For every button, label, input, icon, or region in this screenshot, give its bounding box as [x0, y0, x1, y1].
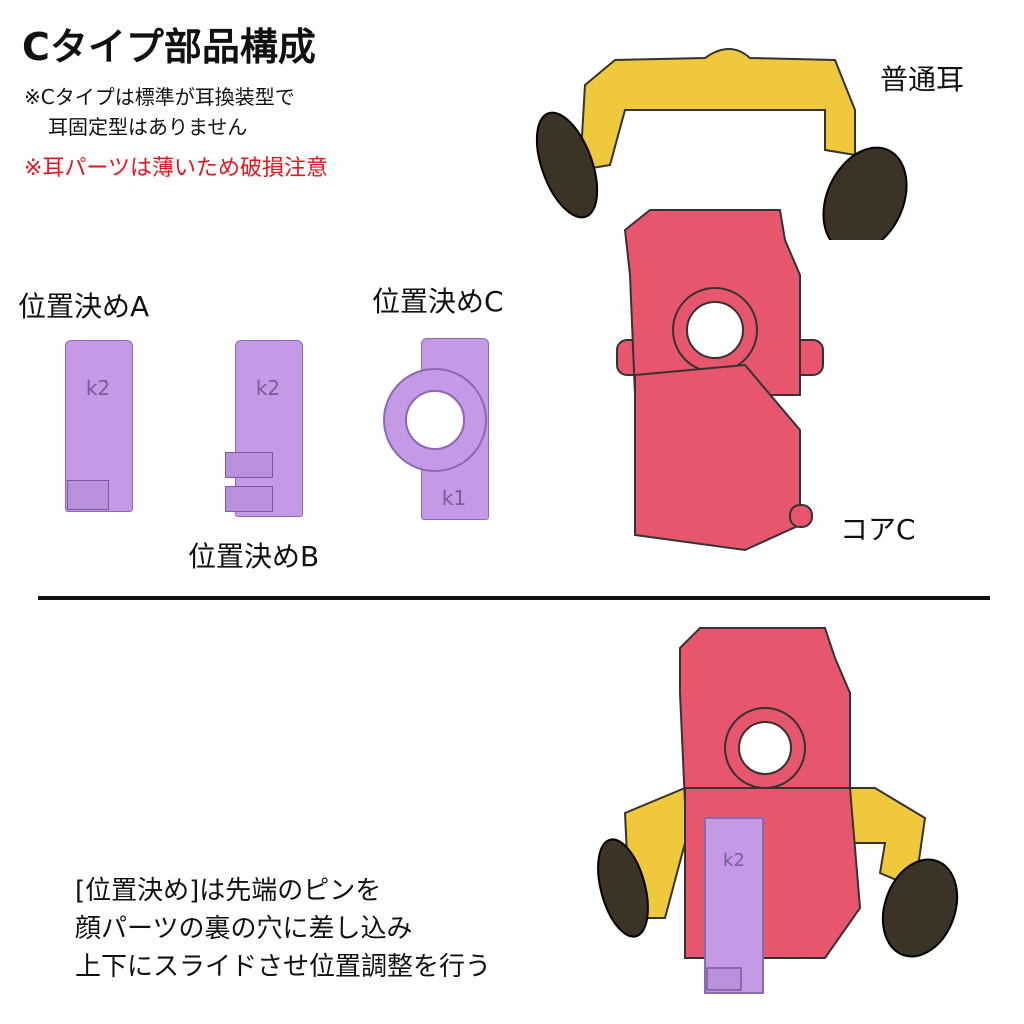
section-divider	[38, 596, 990, 600]
note: ※Cタイプは標準が耳換装型で 耳固定型はありません	[24, 82, 295, 142]
instructions: [位置決め]は先端のピンを 顔パーツの裏の穴に差し込み 上下にスライドさせ位置調…	[75, 872, 491, 986]
label-core-c: コアC	[840, 513, 916, 546]
label-positioner-b: 位置決めB	[188, 540, 320, 573]
positioner-c-illustration: k1	[383, 338, 499, 523]
instruction-line-2: 顔パーツの裏の穴に差し込み	[75, 914, 413, 944]
assembled-mark: k2	[723, 850, 745, 871]
note-line-2: 耳固定型はありません	[48, 115, 248, 139]
instruction-line-3: 上下にスライドさせ位置調整を行う	[75, 952, 492, 982]
warning-text: ※耳パーツは薄いため破損注意	[24, 156, 328, 181]
positioner-a-illustration: k2	[65, 340, 135, 515]
label-normal-ear: 普通耳	[880, 63, 965, 96]
note-line-1: ※Cタイプは標準が耳換装型で	[24, 85, 295, 109]
positioner-b-illustration: k2	[225, 340, 305, 520]
assembled-illustration: k2	[597, 627, 959, 994]
normal-ear-illustration	[535, 48, 908, 240]
positioner-c-mark: k1	[441, 486, 467, 510]
core-c-illustration	[616, 209, 824, 552]
positioner-a-mark: k2	[85, 376, 111, 400]
label-positioner-c: 位置決めC	[372, 285, 504, 318]
page-title: Cタイプ部品構成	[22, 25, 316, 69]
label-positioner-a: 位置決めA	[18, 290, 150, 323]
instruction-line-1: [位置決め]は先端のピンを	[75, 876, 382, 906]
positioner-b-mark: k2	[255, 376, 281, 400]
